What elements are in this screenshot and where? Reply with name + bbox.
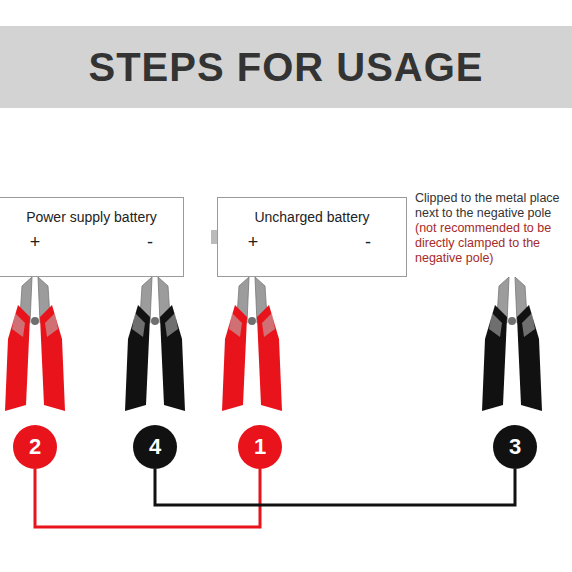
callout-number: 2	[29, 434, 41, 460]
step-number-circle: 4	[133, 425, 177, 469]
step-number-circle: 1	[238, 425, 282, 469]
terminal-sign: -	[147, 232, 153, 253]
callout-number: 3	[509, 434, 521, 460]
jumper-wire	[155, 469, 515, 505]
jumper-wire	[35, 469, 260, 527]
title-band: STEPS FOR USAGE	[0, 26, 572, 108]
warning-note: (not recommended to be directly clamped …	[415, 221, 567, 266]
black-clamp	[125, 277, 185, 411]
terminal-sign: +	[30, 232, 41, 253]
battery-box: Power supply battery + -	[0, 197, 184, 277]
note-block: Clipped to the metal place next to the n…	[415, 191, 567, 266]
red-clamp	[222, 277, 282, 411]
callout-number: 4	[149, 434, 161, 460]
terminal-sign: +	[248, 232, 259, 253]
battery-box: Uncharged battery + -	[217, 197, 407, 277]
callout-number: 1	[254, 434, 266, 460]
battery-label: Power supply battery	[0, 209, 183, 225]
terminal-sign: -	[365, 232, 371, 253]
step-number-circle: 3	[493, 425, 537, 469]
black-clamp	[482, 277, 542, 411]
battery-label: Uncharged battery	[218, 209, 406, 225]
page-title: STEPS FOR USAGE	[0, 26, 572, 108]
red-clamp	[5, 277, 65, 411]
step-number-circle: 2	[13, 425, 57, 469]
instruction-note: Clipped to the metal place next to the n…	[415, 191, 567, 221]
